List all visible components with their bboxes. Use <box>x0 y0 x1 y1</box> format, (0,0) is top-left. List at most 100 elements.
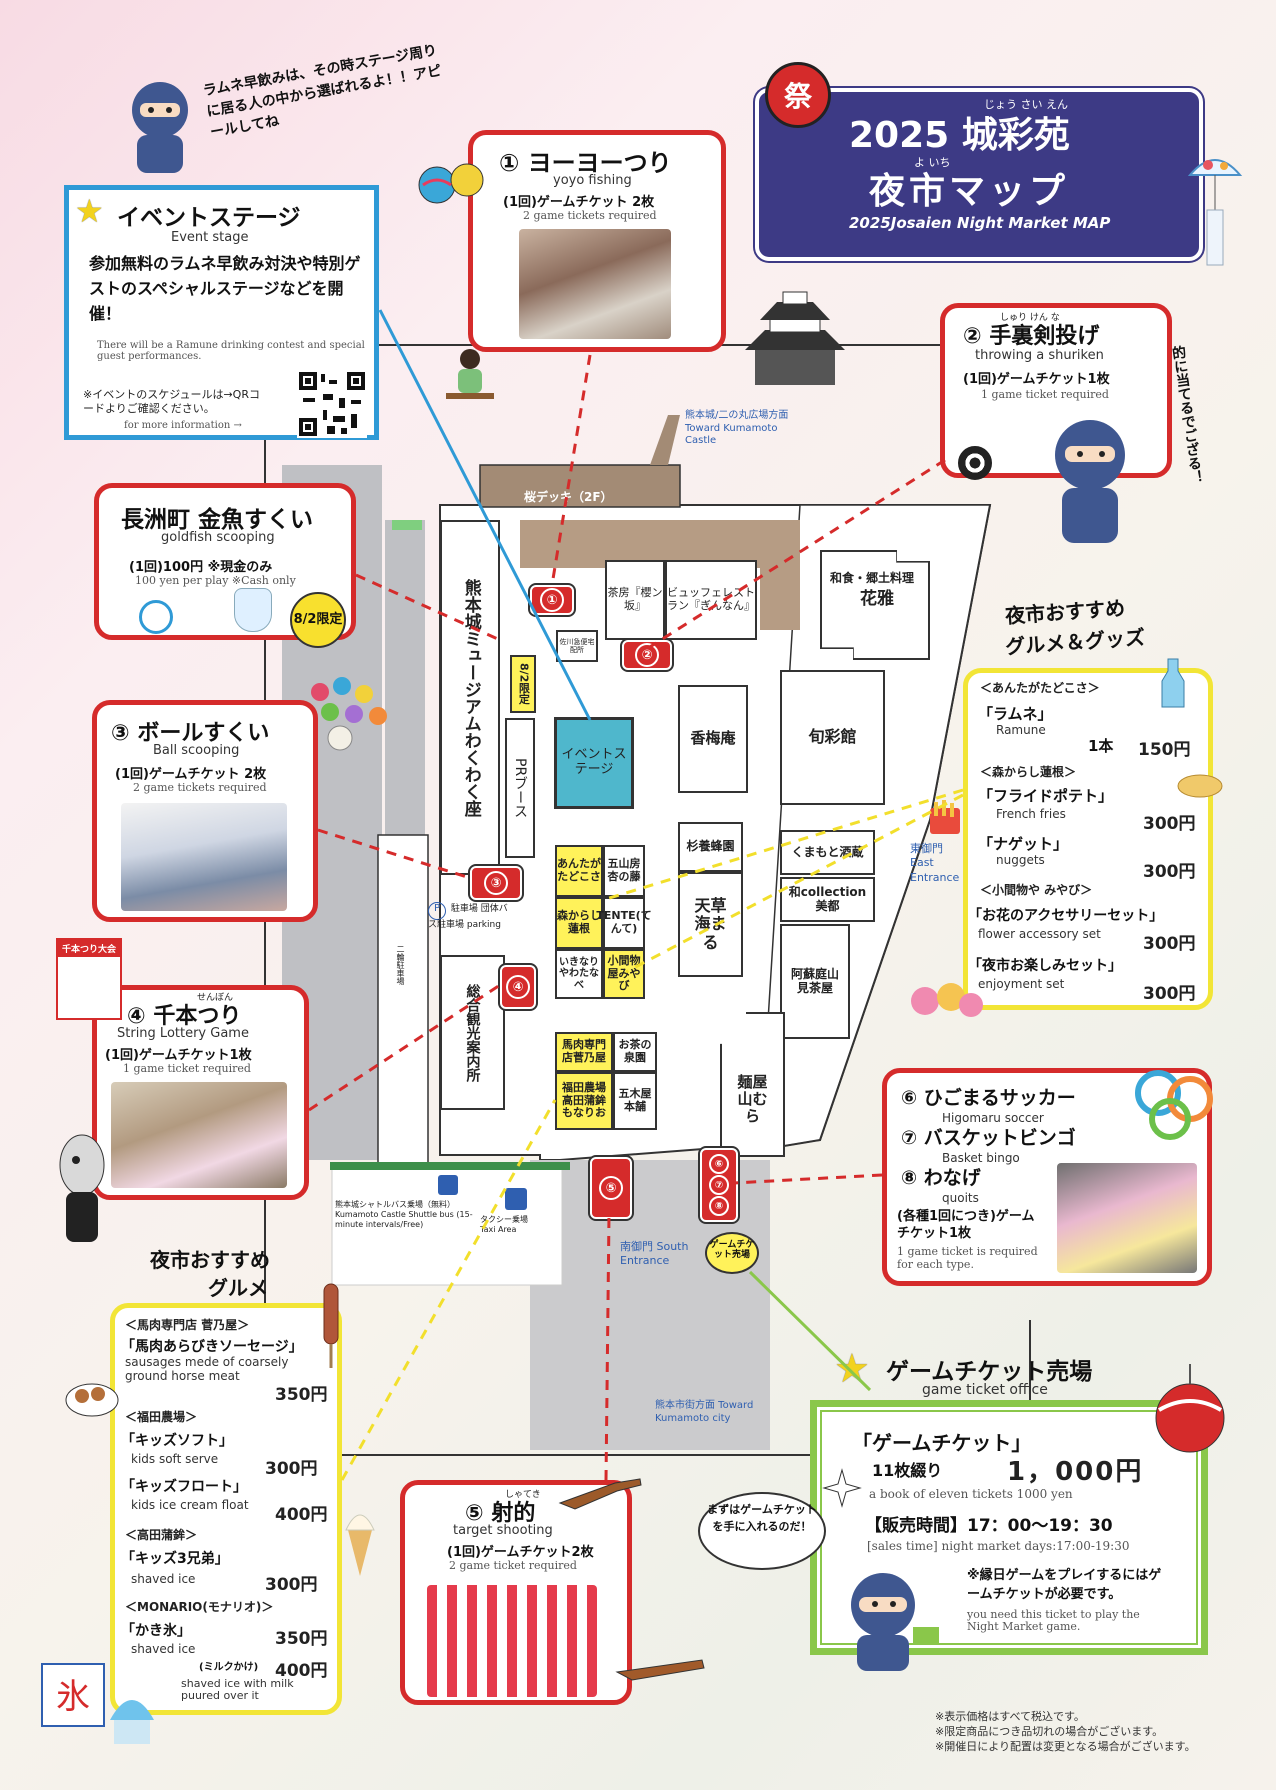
page-subtitle: 夜市マップ <box>869 171 1070 212</box>
castle-icon <box>745 291 845 385</box>
quoit-rings-icon <box>1135 1070 1213 1140</box>
pin-3-ball[interactable]: ③ <box>470 866 522 900</box>
cafe-sakuranbaka[interactable]: 茶房『櫻ン坂』 <box>605 560 665 640</box>
colored-balls-icon <box>311 677 387 751</box>
pr-booth[interactable]: PRブース <box>505 718 535 858</box>
gourmet-item-milk-en: shaved ice with milk puured over it <box>181 1677 294 1703</box>
senbon-title: ④ 千本つり <box>127 998 241 1030</box>
cork-gun-icon <box>615 1659 705 1681</box>
sugi-yoho-en[interactable]: 杉養蜂園 <box>678 822 743 872</box>
pin-4-senbon[interactable]: ④ <box>500 965 536 1009</box>
senbon-sign: 千本つり大会 <box>56 938 122 1020</box>
kumamoto-sakagura[interactable]: くまもと酒蔵 <box>780 830 875 875</box>
title-furigana: じょう さい えん <box>984 98 1068 111</box>
shateki-num: ⑤ <box>465 1501 484 1526</box>
pin-4-num: ④ <box>506 975 530 999</box>
games-678-photo <box>1057 1163 1197 1273</box>
shuriken-en: throwing a shuriken <box>975 348 1104 363</box>
toward-castle-label: 熊本城/二の丸広場方面 Toward Kumamoto Castle <box>685 410 789 446</box>
gourmet-item-milk-price: 400円 <box>275 1661 328 1681</box>
gourmet-item-float-en: kids ice cream float <box>131 1498 249 1512</box>
stall-izumien[interactable]: お茶の泉園 <box>613 1032 657 1072</box>
game8-title: ⑧ わなげ <box>901 1163 981 1190</box>
yoyo-tickets: (1回)ゲームチケット 2枚 <box>503 195 655 210</box>
aso-yamami-chaya[interactable]: 阿蘇庭山見茶屋 <box>780 924 850 1039</box>
stall-miyabi[interactable]: 小間物屋みやび <box>603 949 645 999</box>
goods-item-enjoy: 「夜市お楽しみセット」 <box>968 958 1122 974</box>
game6-en: Higomaru soccer <box>942 1111 1044 1125</box>
goods-item-accessory: 「お花のアクセサリーセット」 <box>968 908 1164 924</box>
amakusa-umimaru[interactable]: 天草海まる <box>678 872 743 977</box>
shateki-title-text: 射的 <box>491 1501 536 1526</box>
sogo-kanko-annaisho[interactable]: 総合観光案内所 <box>440 955 505 1110</box>
senbon-en: String Lottery Game <box>117 1026 249 1041</box>
gourmet-shop-1: ＜馬肉専門店 菅乃屋＞ <box>125 1318 250 1332</box>
stall-suganoya[interactable]: 馬肉専門店菅乃屋 <box>555 1032 613 1072</box>
museum-building[interactable]: 熊本城ミュージアムわくわく座 <box>440 520 500 875</box>
pr-booth-label: PRブース <box>512 757 529 819</box>
pin-5-shateki[interactable]: ⑤ <box>590 1157 632 1219</box>
sagawa-delivery[interactable]: 佐川急便宅配所 <box>556 630 598 662</box>
shateki-tickets-en: 2 game ticket required <box>449 1559 577 1572</box>
soft-serve-icon <box>345 1514 375 1576</box>
ticket-spot-marker[interactable]: ゲームチケット売場 <box>705 1232 759 1274</box>
more-info-link[interactable]: for more information → <box>124 420 242 431</box>
senbon-card: せんぼん ④ 千本つり String Lottery Game (1回)ゲームチ… <box>92 985 309 1200</box>
ball-title: ③ ボールすくい <box>111 715 269 747</box>
ticket-note: ※縁日ゲームをプレイするにはゲームチケットが必要です。 <box>967 1568 1162 1602</box>
shaved-ice-icon: 氷 <box>41 1663 154 1744</box>
stall-itsukiya[interactable]: 五木屋本舗 <box>613 1072 657 1130</box>
buffet-ginnan[interactable]: ビュッフェレストラン『ぎんなん』 <box>665 560 757 640</box>
shateki-en: target shooting <box>453 1523 553 1538</box>
ticket-price: 1，000円 <box>1007 1457 1144 1487</box>
goods-item-enjoy-price: 300円 <box>1143 984 1196 1004</box>
stall-antagata[interactable]: あんたがたどこさ <box>555 845 603 897</box>
gourmet-shop-3: ＜高田蒲鉾＞ <box>125 1528 198 1542</box>
yoyo-photo <box>519 229 671 339</box>
fries-icon <box>930 800 960 834</box>
pin-1-yoyo[interactable]: ① <box>530 585 574 615</box>
games-678-tickets: (各種1回につき)ゲームチケット1枚 <box>897 1209 1035 1241</box>
kobaian[interactable]: 香梅庵 <box>678 685 748 793</box>
goods-shop-1: ＜あんたがたどこさ＞ <box>980 681 1100 695</box>
stall-mori-karashi[interactable]: 森からし蓮根 <box>555 897 603 949</box>
scoop-icon <box>139 600 173 634</box>
stall-tente[interactable]: TENTE(てんて) <box>596 897 652 949</box>
game7-en: Basket bingo <box>942 1151 1020 1165</box>
pin-8-num: ⑧ <box>709 1196 729 1216</box>
game7-num: ⑦ <box>901 1127 918 1149</box>
pin-6-num: ⑥ <box>709 1154 729 1174</box>
gourmet-item-sausage: 「馬肉あらびきソーセージ」 <box>121 1339 303 1355</box>
star-icon: ★ <box>75 192 104 230</box>
event-stage-area-label: イベントステージ <box>561 747 627 777</box>
pin-2-shuriken[interactable]: ② <box>622 640 672 670</box>
stall-fukuda[interactable]: 福田農場高田蒲鉾もなりお <box>555 1072 613 1130</box>
menya-yamamura[interactable]: 麺屋山むら <box>720 1012 785 1157</box>
gourmet-item-kids3-en: shaved ice <box>131 1572 196 1586</box>
shuriken-num: ② <box>963 324 982 349</box>
ticket-set-en: a book of eleven tickets 1000 yen <box>869 1487 1073 1501</box>
shateki-title: ⑤ 射的 <box>465 1495 535 1527</box>
qr-code-icon[interactable] <box>297 370 367 438</box>
goldfish-title: 長洲町 金魚すくい <box>121 507 314 533</box>
shateki-tickets: (1回)ゲームチケット2枚 <box>447 1545 594 1560</box>
ninja-icon <box>132 82 188 173</box>
shunsaikan[interactable]: 旬彩館 <box>780 670 885 805</box>
yoyo-en: yoyo fishing <box>553 173 632 188</box>
svg-text:氷: 氷 <box>56 1677 90 1717</box>
pin-678-games[interactable]: ⑥ ⑦ ⑧ <box>700 1148 738 1222</box>
senbon-title-text: 千本つり <box>153 1004 242 1029</box>
hanaga-restaurant[interactable]: 和食・郷土料理 花雅 <box>820 550 930 660</box>
stall-gozanbo[interactable]: 五山房杏の藤 <box>603 845 645 897</box>
mascot-icon <box>59 1134 105 1242</box>
event-stage-title: イベントステージ <box>117 205 301 231</box>
east-gate-label: 東御門 East Entrance <box>910 842 960 884</box>
ticket-product: 「ゲームチケット」 <box>852 1431 1032 1455</box>
games-678-card: ⑥ ひごまるサッカー Higomaru soccer ⑦ バスケットビンゴ Ba… <box>882 1068 1212 1286</box>
stall-ikinari[interactable]: いきなりやわたなべ <box>555 949 603 999</box>
wa-collection-mito[interactable]: 和collection美都 <box>780 877 875 922</box>
wind-chime-icon <box>1187 159 1243 266</box>
gourmet-item-sausage-price: 350円 <box>275 1385 328 1405</box>
event-stage-area[interactable]: イベントステージ <box>555 718 633 808</box>
shuriken-title: ② 手裏剣投げ <box>963 318 1099 350</box>
